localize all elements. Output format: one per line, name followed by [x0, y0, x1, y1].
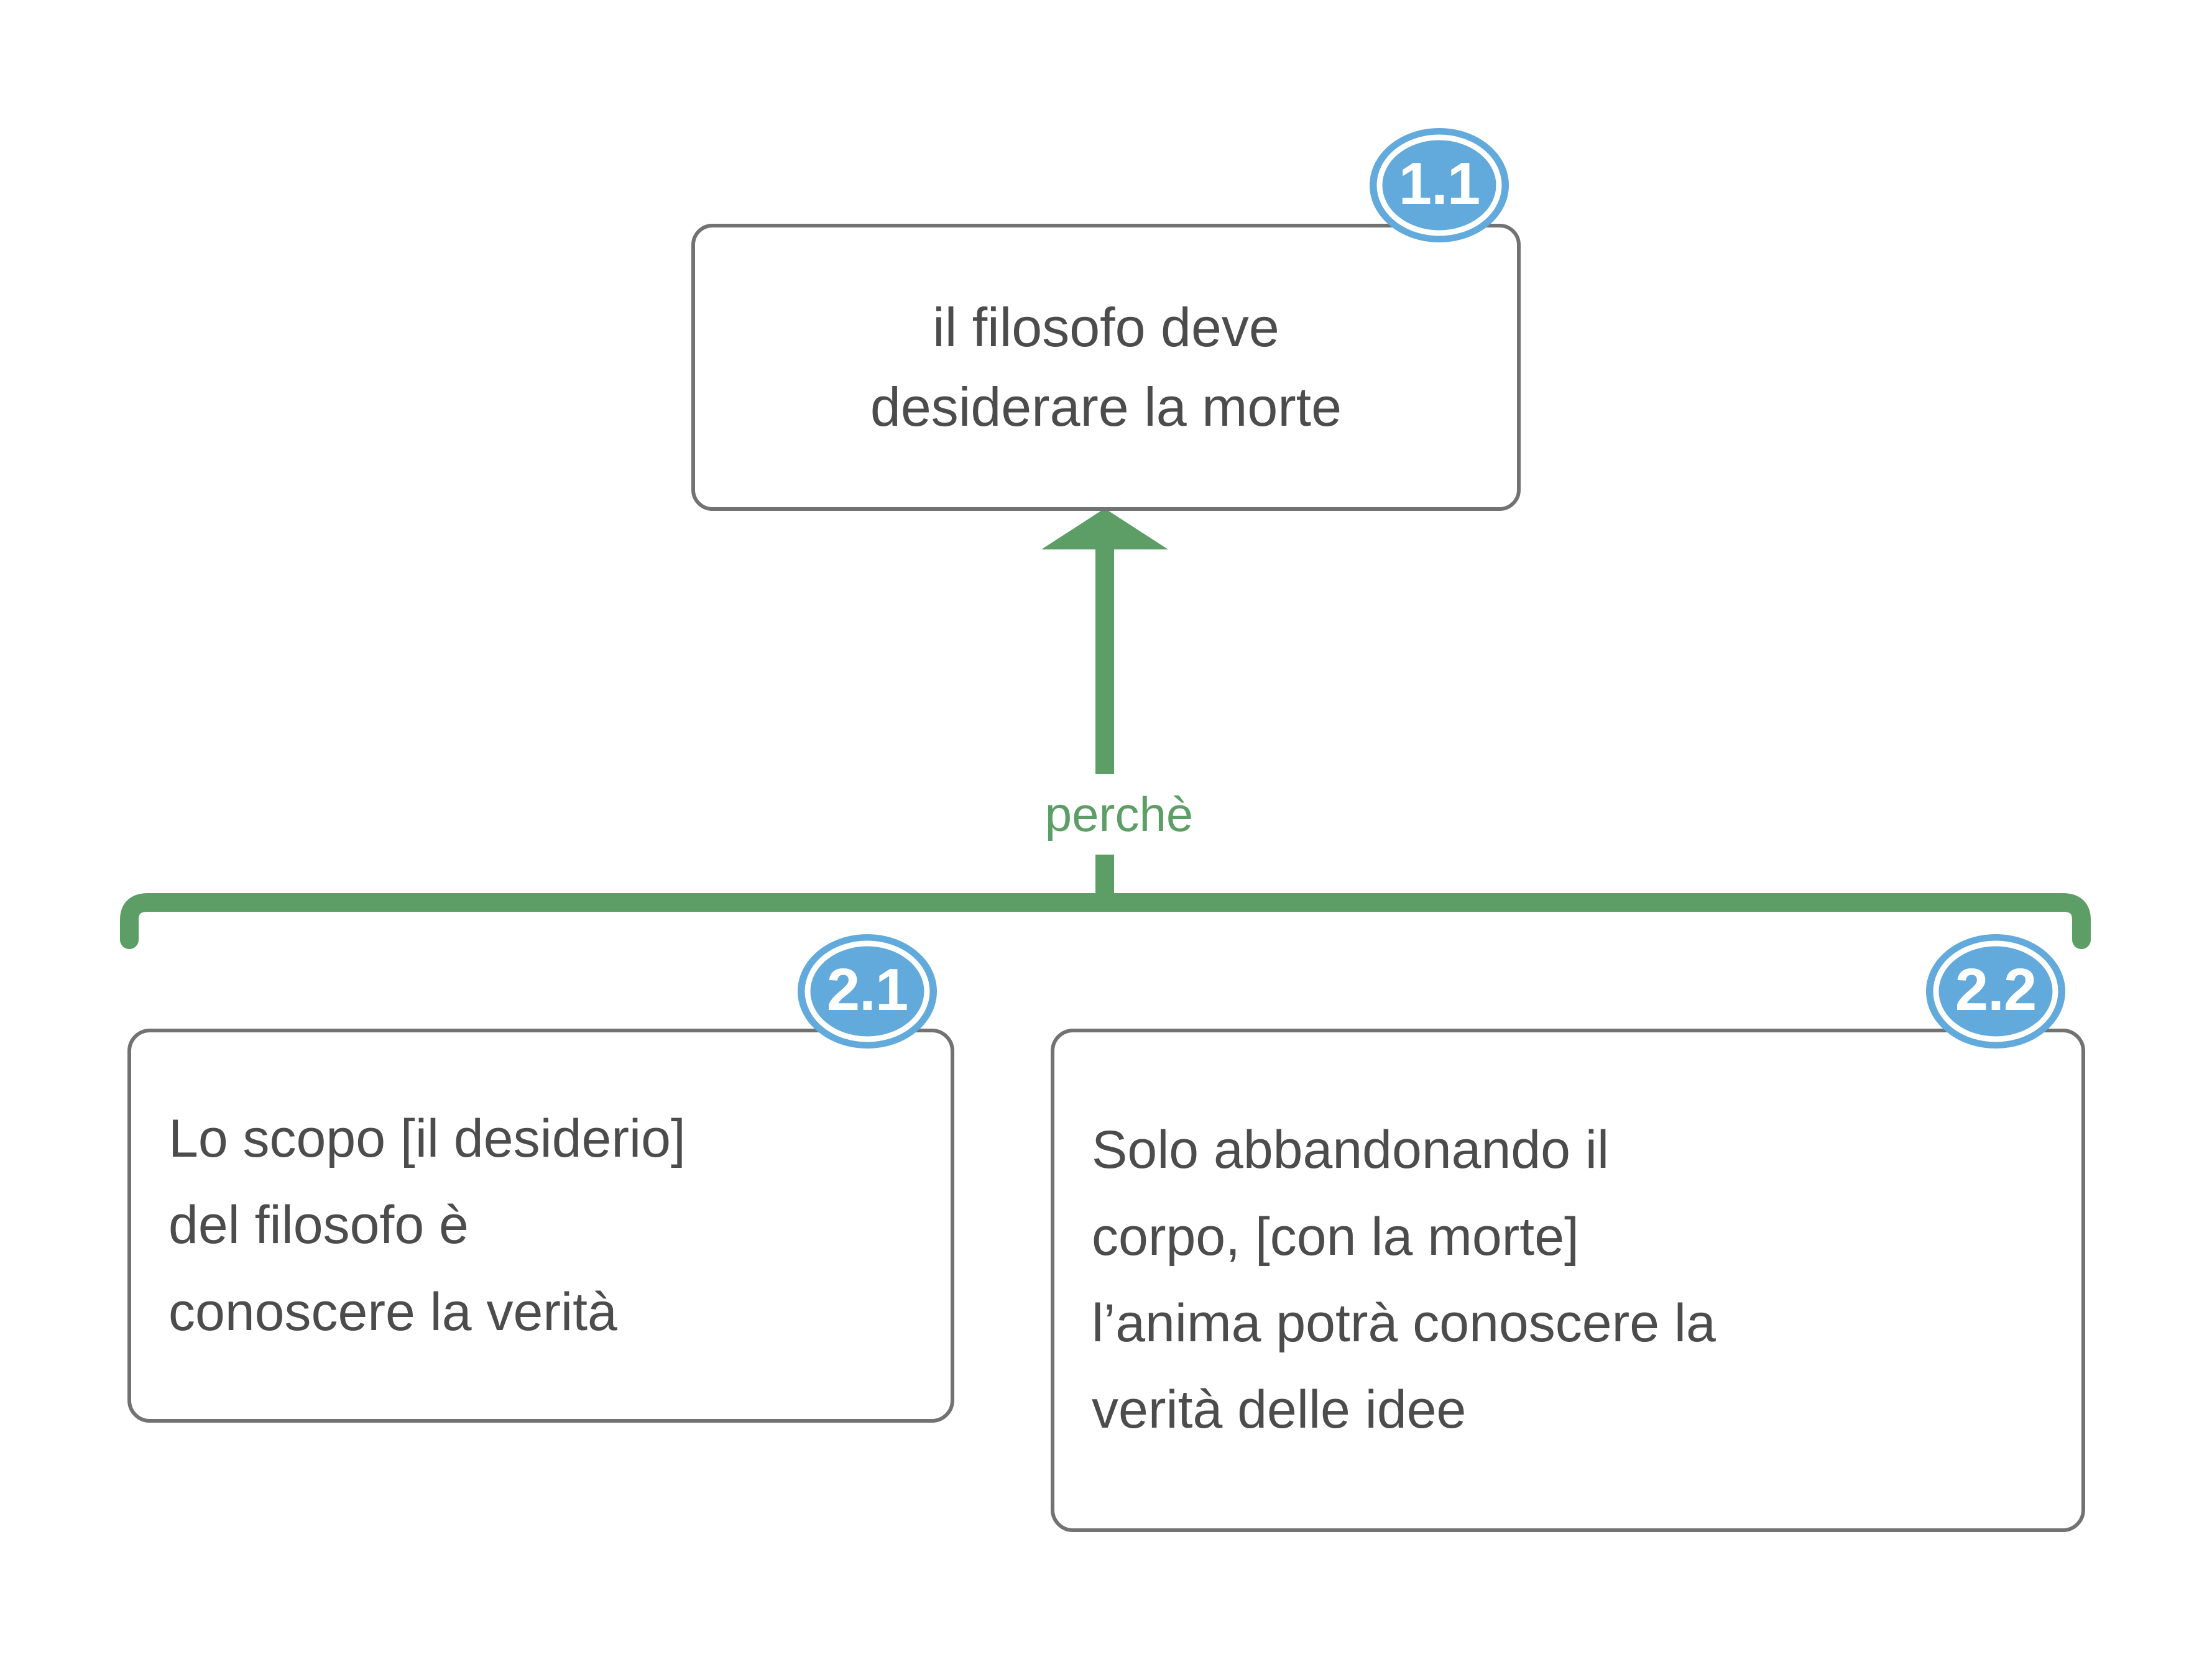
node-2-1-text: Lo scopo [il desiderio] del filosofo è c… [168, 1109, 686, 1342]
bracket-path [120, 893, 2091, 949]
badge-ellipse-icon [1370, 128, 1509, 242]
node-2-2-text: Solo abbandonando il corpo, [con la mort… [1092, 1120, 1716, 1440]
badge-node-2-1[interactable]: 2.1 [793, 929, 942, 1053]
badge-ellipse-icon [798, 934, 937, 1049]
badge-node-2-2[interactable]: 2.2 [1921, 929, 2070, 1053]
node-1-1-text: il filosofo deve desiderare la morte [870, 296, 1342, 438]
node-1-1[interactable]: il filosofo deve desiderare la morte [691, 224, 1521, 511]
arrow-head-wide-icon [1041, 508, 1168, 549]
edge-label-perche: perchè [995, 774, 1243, 855]
node-2-1[interactable]: Lo scopo [il desiderio] del filosofo è c… [127, 1029, 954, 1423]
badge-node-2-1-label: 2.1 [826, 957, 908, 1023]
badge-node-1-1[interactable]: 1.1 [1365, 123, 1514, 247]
node-2-2[interactable]: Solo abbandonando il corpo, [con la mort… [1051, 1029, 2085, 1532]
badge-ellipse-icon [1926, 934, 2065, 1049]
badge-node-1-1-label: 1.1 [1398, 150, 1480, 217]
badge-node-2-2-label: 2.2 [1955, 957, 2037, 1023]
